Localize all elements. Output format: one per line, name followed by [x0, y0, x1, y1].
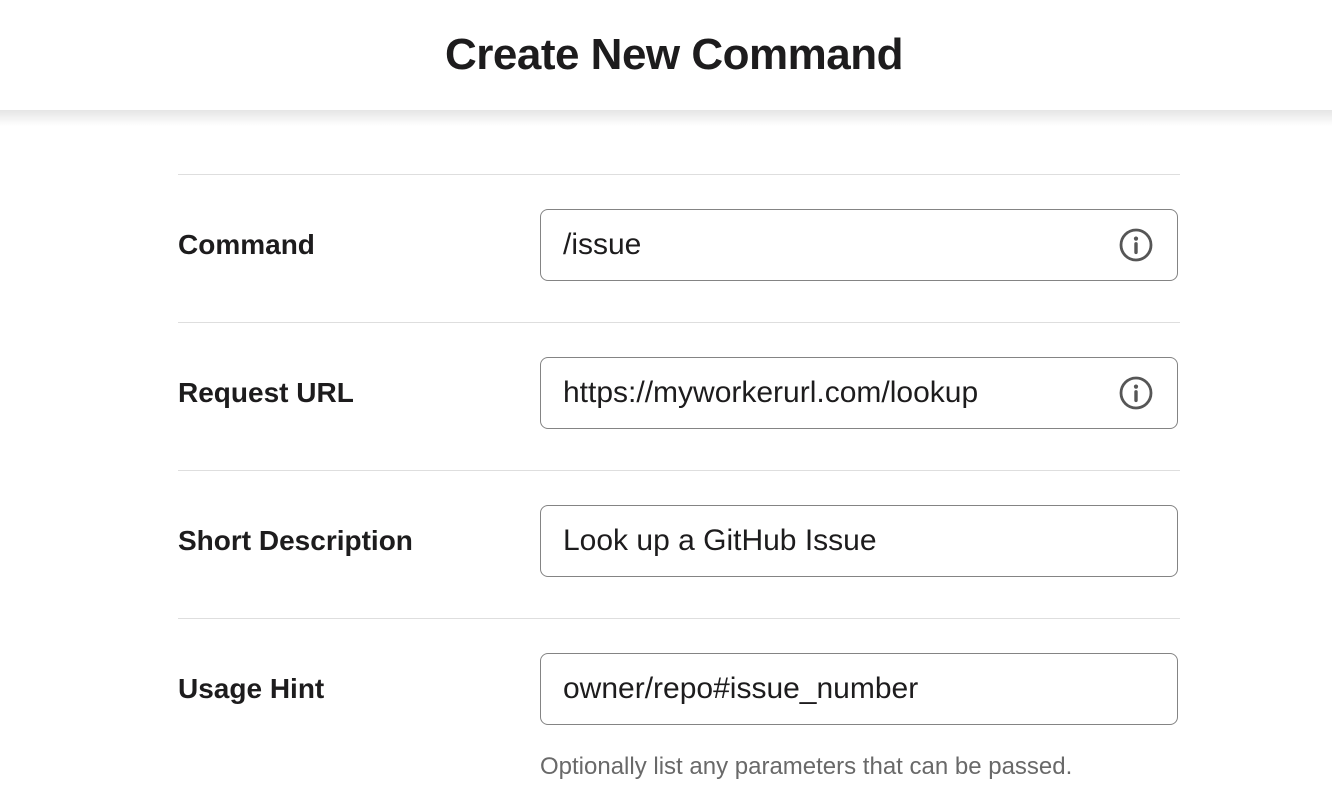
short-description-label: Short Description [178, 525, 413, 556]
command-form: Command Request URL [178, 174, 1180, 809]
page-header: Create New Command [0, 0, 1332, 126]
usage-hint-input[interactable] [540, 653, 1178, 725]
form-row-usage-hint: Usage Hint Optionally list any parameter… [178, 618, 1180, 809]
short-description-input[interactable] [540, 505, 1178, 577]
info-circle-icon[interactable] [1118, 227, 1154, 263]
form-row-command: Command [178, 174, 1180, 322]
request-url-label: Request URL [178, 377, 354, 408]
form-row-request-url: Request URL [178, 322, 1180, 470]
request-url-input[interactable] [540, 357, 1178, 429]
form-row-short-description: Short Description [178, 470, 1180, 618]
page-title: Create New Command [444, 30, 904, 79]
usage-hint-label: Usage Hint [178, 673, 325, 704]
usage-hint-help-text: Optionally list any parameters that can … [540, 753, 1073, 780]
info-circle-icon[interactable] [1118, 375, 1154, 411]
command-input[interactable] [540, 209, 1178, 281]
command-label: Command [178, 229, 315, 260]
